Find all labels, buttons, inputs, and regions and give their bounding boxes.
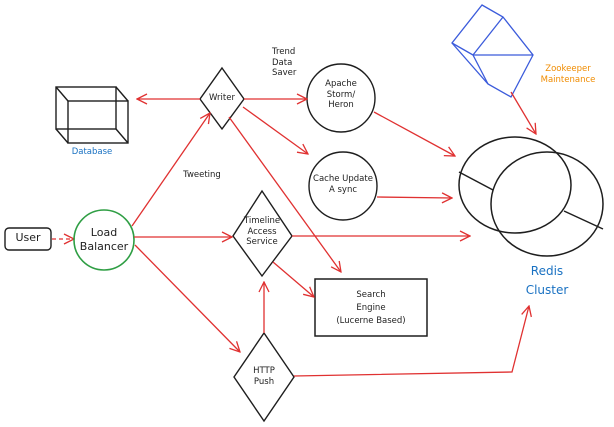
load-balancer-label: Load Balancer [79, 226, 129, 253]
edge-writer-to-search-engine [228, 116, 341, 272]
edge-cache-update-to-redis [376, 197, 452, 198]
user-label: User [15, 231, 41, 244]
redis-label: Redis Cluster [525, 264, 569, 298]
edge-lb-to-writer [131, 113, 210, 227]
cache-update-node[interactable] [308, 151, 378, 221]
apache-storm-label: Apache Storm/ Heron [325, 79, 357, 111]
database-icon[interactable] [55, 86, 129, 144]
load-balancer-node[interactable] [73, 209, 135, 271]
zookeeper-label: Zookeeper Maintenance [540, 64, 596, 85]
edge-timeline-to-search-engine [272, 261, 314, 297]
writer-node[interactable] [199, 66, 245, 131]
zookeeper-icon[interactable] [451, 4, 534, 98]
http-push-label: HTTP Push [253, 366, 275, 387]
edge-writer-to-cache-update [242, 106, 308, 154]
search-engine-node[interactable] [314, 278, 428, 337]
edge-http-push-to-redis [293, 306, 529, 377]
timeline-label: Timeline Access Service [243, 216, 281, 248]
edge-apache-storm-to-redis [373, 111, 455, 156]
writer-label: Writer [209, 93, 235, 103]
search-engine-label: Search Engine (Lucerne Based) [336, 290, 406, 327]
user-node[interactable] [4, 227, 52, 251]
tweeting-label: Tweeting [183, 170, 221, 180]
timeline-node[interactable] [232, 189, 293, 278]
trend-data-saver-label: Trend Data Saver [272, 47, 297, 79]
http-push-node[interactable] [233, 331, 295, 423]
edge-zookeeper-to-redis [510, 91, 536, 134]
redis-cluster-icon[interactable] [458, 136, 604, 257]
database-label: Database [71, 147, 113, 157]
cache-update-label: Cache Update A sync [313, 174, 373, 195]
edge-lb-to-http-push [134, 244, 240, 352]
